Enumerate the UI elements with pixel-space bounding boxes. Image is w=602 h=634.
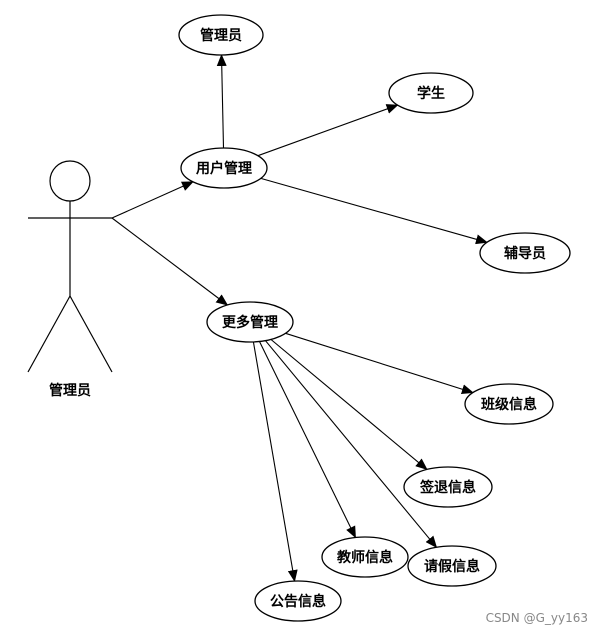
edge-more-mgmt-to-class-info xyxy=(285,332,474,395)
use-case-class-info: 班级信息 xyxy=(464,383,554,425)
use-case-label: 学生 xyxy=(417,85,445,102)
use-case-ellipse xyxy=(407,545,497,587)
edge-user-mgmt-to-student xyxy=(257,104,399,157)
use-case-label: 教师信息 xyxy=(337,549,393,566)
use-case-label: 用户管理 xyxy=(196,160,252,177)
use-case-counselor: 辅导员 xyxy=(479,232,571,274)
use-case-label: 签退信息 xyxy=(419,479,476,496)
edge-actor-to-user-mgmt xyxy=(111,181,194,219)
use-case-ellipse xyxy=(388,72,474,114)
use-case-ellipse xyxy=(403,466,493,508)
use-case-ellipse xyxy=(254,580,342,622)
edge-actor-to-more-mgmt xyxy=(111,217,229,306)
use-case-label: 更多管理 xyxy=(222,314,278,331)
edge-more-mgmt-to-notice-info xyxy=(252,341,298,583)
use-case-ellipse xyxy=(180,147,268,189)
use-case-notice-info: 公告信息 xyxy=(254,580,342,622)
use-case-admin: 管理员 xyxy=(178,14,264,56)
use-case-signout-info: 签退信息 xyxy=(403,466,493,508)
edge-more-mgmt-to-leave-info xyxy=(265,340,438,549)
use-case-label: 请假信息 xyxy=(424,558,480,575)
actor-right-leg xyxy=(69,295,113,373)
use-case-more-mgmt: 更多管理 xyxy=(206,301,294,343)
use-case-label: 公告信息 xyxy=(270,593,326,610)
use-case-student: 学生 xyxy=(388,72,474,114)
use-case-leave-info: 请假信息 xyxy=(407,545,497,587)
use-case-label: 管理员 xyxy=(200,27,242,44)
use-case-user-mgmt: 用户管理 xyxy=(180,147,268,189)
edge-user-mgmt-to-counselor xyxy=(260,177,488,245)
use-case-ellipse xyxy=(464,383,554,425)
edge-more-mgmt-to-signout-info xyxy=(270,339,428,471)
use-case-ellipse xyxy=(178,14,264,56)
actor-head xyxy=(49,160,91,202)
edges xyxy=(111,54,488,583)
edge-more-mgmt-to-teacher-info xyxy=(259,341,356,539)
actor-label: 管理员 xyxy=(49,382,91,399)
edge-user-mgmt-to-admin xyxy=(216,54,227,149)
use-case-ellipse xyxy=(479,232,571,274)
use-case-ellipse xyxy=(321,536,409,578)
use-case-ellipse xyxy=(206,301,294,343)
watermark: CSDN @G_yy163 xyxy=(486,611,588,625)
use-case-label: 辅导员 xyxy=(504,245,546,262)
use-case-teacher-info: 教师信息 xyxy=(321,536,409,578)
use-case-label: 班级信息 xyxy=(481,396,537,413)
actor-figure: 管理员 xyxy=(27,160,113,399)
actor-left-leg xyxy=(27,295,71,373)
